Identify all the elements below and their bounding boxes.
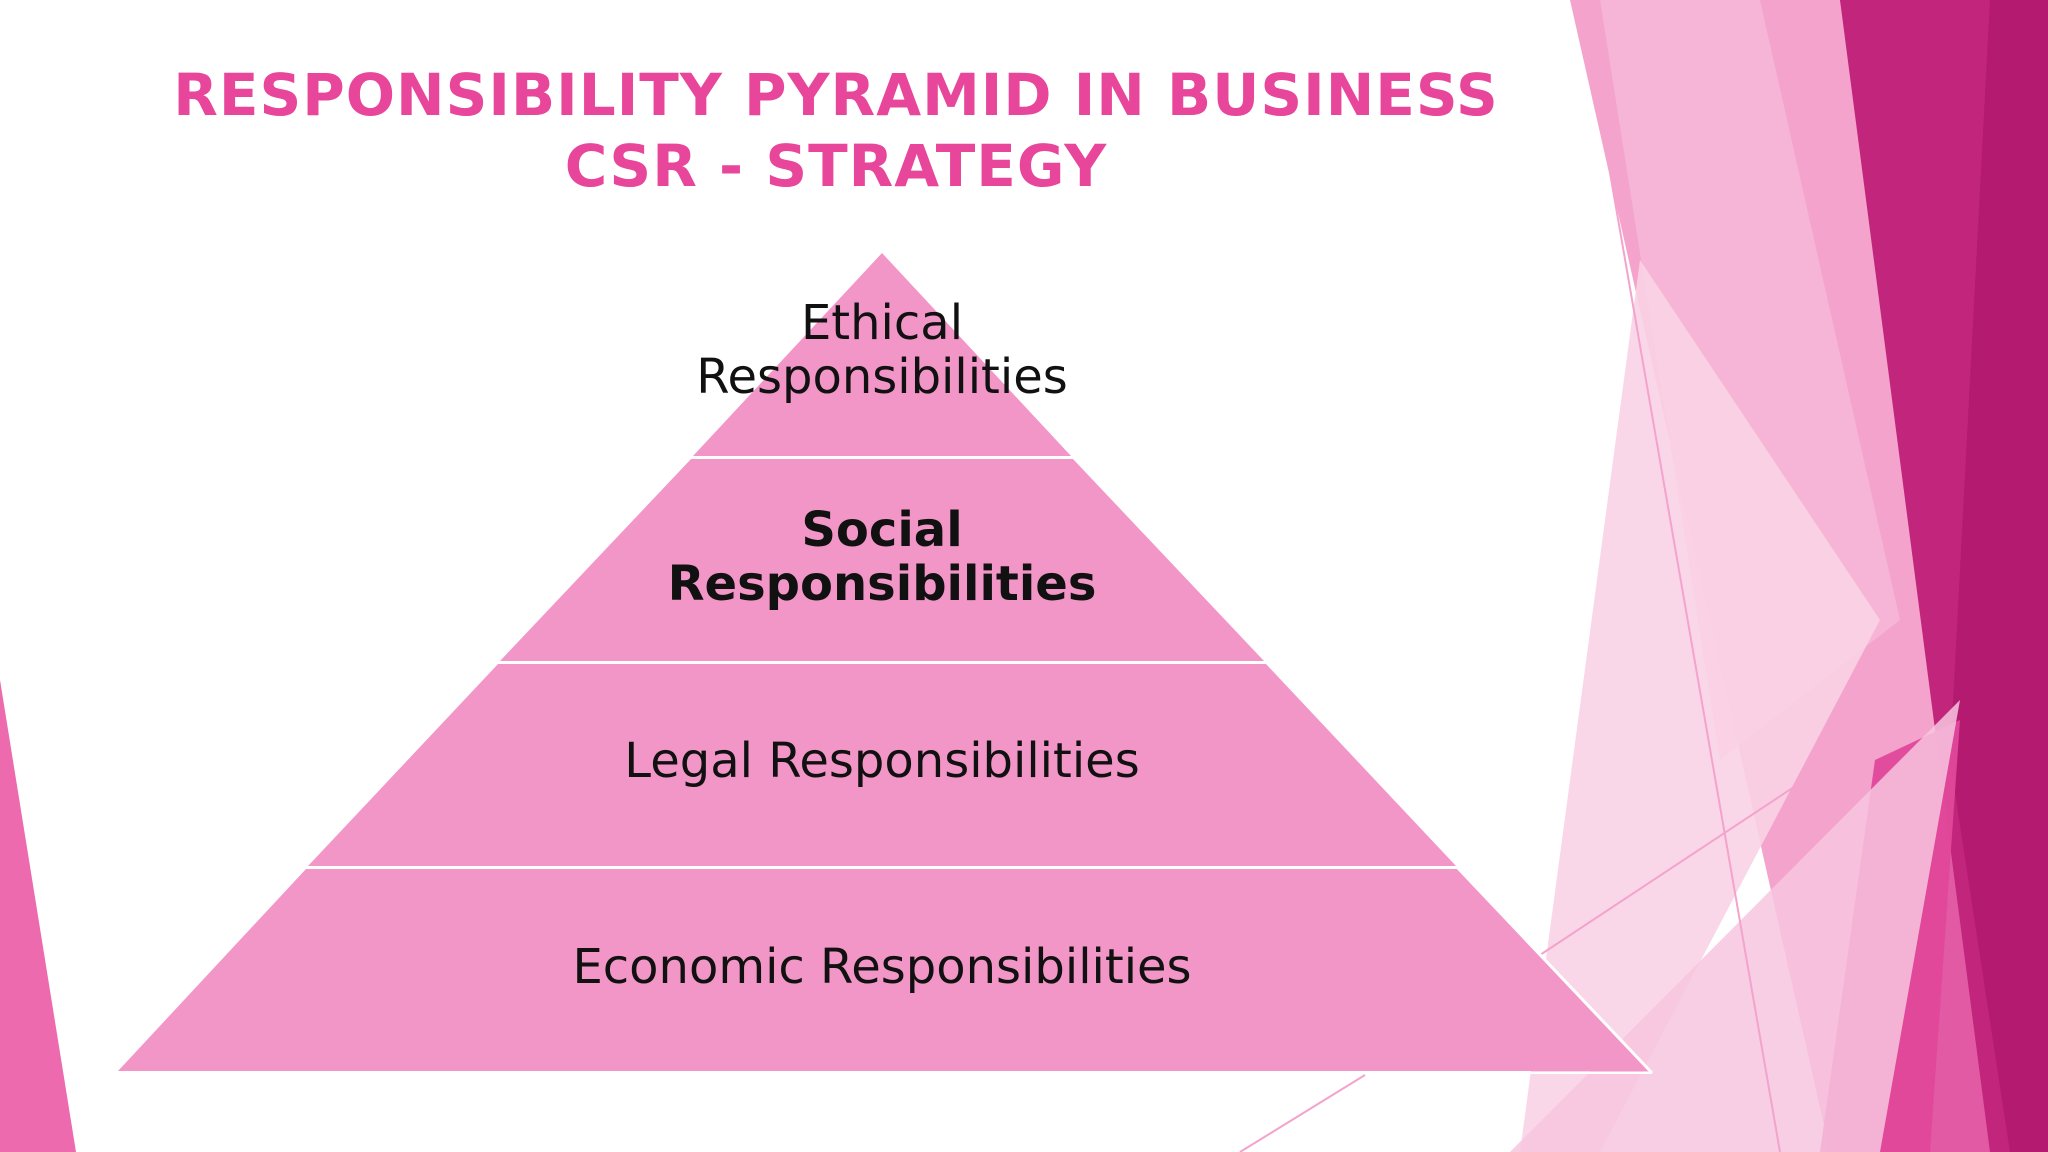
bg-thin-line-2 bbox=[1539, 749, 1851, 956]
bg-shape-left-strip bbox=[0, 680, 76, 1152]
tier-label-ethical: Ethical Responsibilities bbox=[696, 296, 1068, 404]
pyramid-tier-economic bbox=[118, 869, 1650, 1071]
tier-label-social: Social Responsibilities bbox=[668, 503, 1097, 611]
tier-label-ethical-line-2: Responsibilities bbox=[696, 349, 1068, 405]
pyramid-tier-social bbox=[500, 459, 1264, 661]
pyramid-tier-legal bbox=[308, 664, 1456, 866]
pyramid-right-outline bbox=[1454, 864, 1654, 1075]
slide-title-line-1: RESPONSIBILITY PYRAMID IN BUSINESS bbox=[173, 61, 1499, 129]
tier-label-economic-line-1: Economic Responsibilities bbox=[572, 939, 1192, 995]
bg-shape-lower-pale bbox=[1510, 700, 1960, 1152]
tier-label-ethical-line-1: Ethical bbox=[800, 295, 964, 351]
slide-title-line-2: CSR - STRATEGY bbox=[564, 132, 1108, 200]
bg-thin-line-3 bbox=[1239, 1074, 1366, 1152]
tier-label-legal-line-1: Legal Responsibilities bbox=[624, 733, 1140, 789]
tier-label-economic: Economic Responsibilities bbox=[572, 940, 1191, 994]
tier-label-social-line-2: Responsibilities bbox=[667, 556, 1097, 612]
bg-shape-very-pale bbox=[1520, 260, 1880, 1152]
tier-label-social-line-1: Social bbox=[801, 502, 963, 558]
bg-shape-deep-magenta bbox=[1950, 0, 2048, 1152]
bg-thin-line-1 bbox=[1579, 0, 1781, 1152]
pyramid-tier-ethical bbox=[693, 253, 1071, 456]
tier-label-legal: Legal Responsibilities bbox=[624, 734, 1139, 788]
